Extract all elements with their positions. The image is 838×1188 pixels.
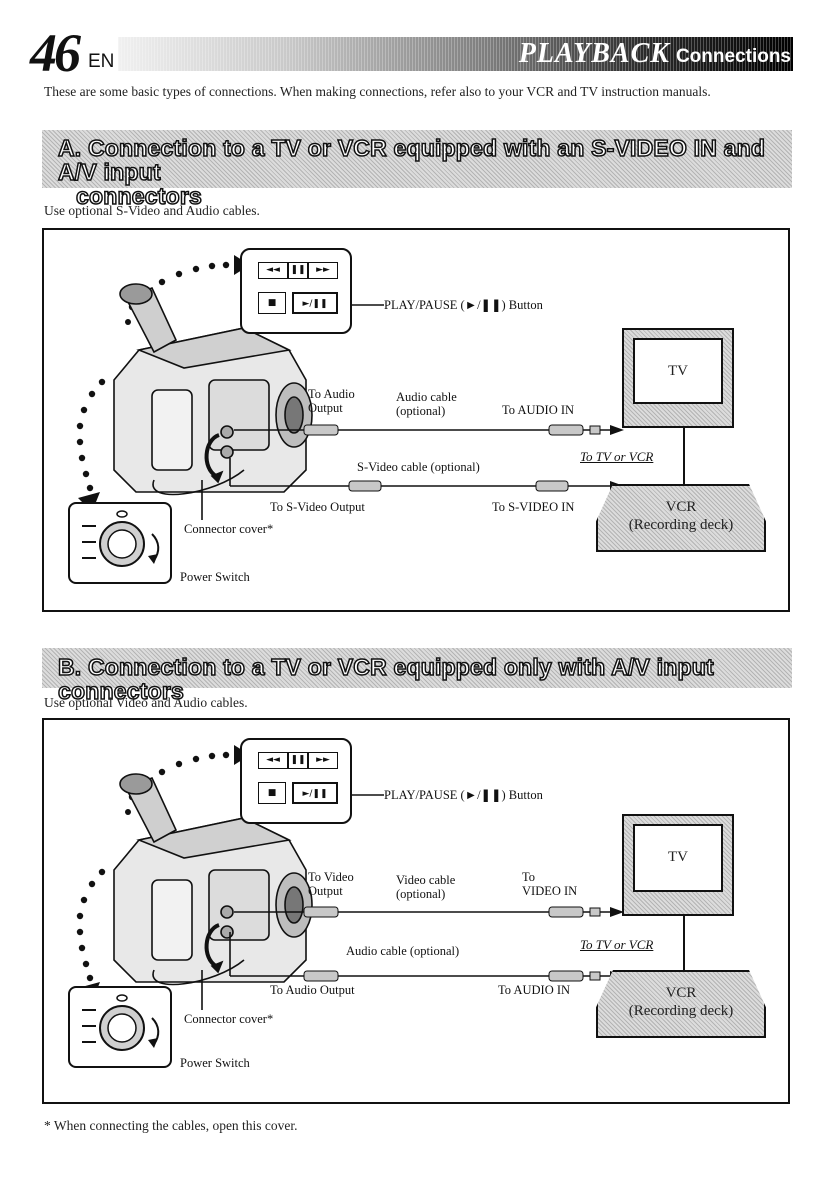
fast-forward-button[interactable]: ►► <box>308 752 338 769</box>
vcr-label-line1: VCR <box>665 499 697 515</box>
vcr-illustration: VCR (Recording deck) <box>596 970 766 1038</box>
footnote: * When connecting the cables, open this … <box>44 1118 298 1133</box>
output-1-label-line2: Output <box>308 884 343 898</box>
section-a-note: Use optional S-Video and Audio cables. <box>44 203 260 218</box>
output-1-label: To Video Output <box>308 870 354 898</box>
section-b-heading: B. Connection to a TV or VCR equipped on… <box>57 654 714 704</box>
section-a-heading-bar <box>42 130 792 188</box>
stop-button[interactable]: ■ <box>258 782 286 804</box>
input-1-label: To VIDEO IN <box>522 870 577 898</box>
to-tv-vcr-label: To TV or VCR <box>580 937 654 952</box>
section-a-heading-line2: connectors <box>75 183 202 209</box>
section-a-diagram-panel: ◄◄ ❚❚ ►► ■ ►/❚❚ PLAY/PAUSE (►/❚❚) Button… <box>42 228 790 612</box>
power-switch-label: Power Switch <box>180 570 250 584</box>
cable-2-label: S-Video cable (optional) <box>357 460 480 474</box>
tv-label: TV <box>668 363 688 379</box>
header-bar <box>118 37 793 71</box>
output-2-label: To S-Video Output <box>270 500 365 514</box>
page-number: 46 <box>30 23 81 83</box>
page-title-main: PLAYBACK <box>518 38 670 69</box>
cable-2-label: Audio cable (optional) <box>346 944 460 958</box>
play-pause-label: PLAY/PAUSE (►/❚❚) Button <box>384 788 543 802</box>
section-a-heading: A. Connection to a TV or VCR equipped wi… <box>57 135 783 209</box>
tv-illustration: TV <box>622 328 734 428</box>
tv-screen: TV <box>633 824 723 892</box>
cable-1-label: Audio cable (optional) <box>396 390 457 418</box>
section-b-diagram <box>76 745 685 1010</box>
rewind-button[interactable]: ◄◄ <box>258 752 288 769</box>
camcorder-illustration <box>113 283 313 496</box>
rewind-button[interactable]: ◄◄ <box>258 262 288 279</box>
power-dial-icon <box>82 994 160 1051</box>
pause-button[interactable]: ❚❚ <box>288 262 308 279</box>
cable-plugs <box>303 424 601 492</box>
pause-button[interactable]: ❚❚ <box>288 752 308 769</box>
vcr-label-line2: (Recording deck) <box>628 517 734 533</box>
vcr-label: VCR (Recording deck) <box>598 498 764 534</box>
power-switch-panel <box>68 502 172 584</box>
input-2-label: To S-VIDEO IN <box>492 500 575 514</box>
cable-1-label-line2: (optional) <box>396 887 446 901</box>
language-code: EN <box>88 51 115 72</box>
intro-text: These are some basic types of connection… <box>44 84 711 99</box>
input-1-label-line2: VIDEO IN <box>522 884 578 898</box>
output-2-label: To Audio Output <box>270 983 355 997</box>
connector-cover-label: Connector cover* <box>184 522 274 536</box>
cable-plugs <box>303 906 601 982</box>
vcr-label: VCR (Recording deck) <box>598 984 764 1020</box>
power-switch-label: Power Switch <box>180 1056 250 1070</box>
section-b-note: Use optional Video and Audio cables. <box>44 695 248 710</box>
vcr-illustration: VCR (Recording deck) <box>596 484 766 552</box>
input-1-label: To AUDIO IN <box>502 403 575 417</box>
section-b-heading-bar <box>42 648 792 688</box>
cable-1-label: Video cable (optional) <box>396 873 455 901</box>
input-2-label: To AUDIO IN <box>498 983 571 997</box>
cable-1-label-line1: Video cable <box>396 873 456 887</box>
vcr-label-line1: VCR <box>665 985 697 1001</box>
tv-illustration: TV <box>622 814 734 916</box>
fast-forward-button[interactable]: ►► <box>308 262 338 279</box>
input-1-label-line1: To <box>522 870 536 884</box>
stop-button[interactable]: ■ <box>258 292 286 314</box>
section-a-diagram <box>76 255 685 520</box>
tv-label: TV <box>668 849 688 865</box>
power-switch-panel <box>68 986 172 1068</box>
output-1-label-line2: Output <box>308 401 343 415</box>
play-pause-button[interactable]: ►/❚❚ <box>292 782 338 804</box>
output-1-label-line1: To Video <box>308 870 354 884</box>
output-1-label-line1: To Audio <box>308 387 355 401</box>
camcorder-illustration <box>113 773 313 986</box>
remote-panel: ◄◄ ❚❚ ►► ■ ►/❚❚ <box>240 738 352 824</box>
section-b-diagram-panel: ◄◄ ❚❚ ►► ■ ►/❚❚ PLAY/PAUSE (►/❚❚) Button… <box>42 718 790 1104</box>
play-pause-button[interactable]: ►/❚❚ <box>292 292 338 314</box>
tv-screen: TV <box>633 338 723 404</box>
to-tv-vcr-label: To TV or VCR <box>580 449 654 464</box>
cable-1-label-line2: (optional) <box>396 404 446 418</box>
play-pause-label: PLAY/PAUSE (►/❚❚) Button <box>384 298 543 312</box>
vcr-label-line2: (Recording deck) <box>628 1003 734 1019</box>
remote-panel: ◄◄ ❚❚ ►► ■ ►/❚❚ <box>240 248 352 334</box>
power-dial-icon <box>82 510 160 567</box>
output-1-label: To Audio Output <box>308 387 355 415</box>
page-title-sub: Connections <box>675 46 791 67</box>
section-a-heading-line1: A. Connection to a TV or VCR equipped wi… <box>57 135 766 185</box>
connector-cover-label: Connector cover* <box>184 1012 274 1026</box>
cable-1-label-line1: Audio cable <box>396 390 457 404</box>
